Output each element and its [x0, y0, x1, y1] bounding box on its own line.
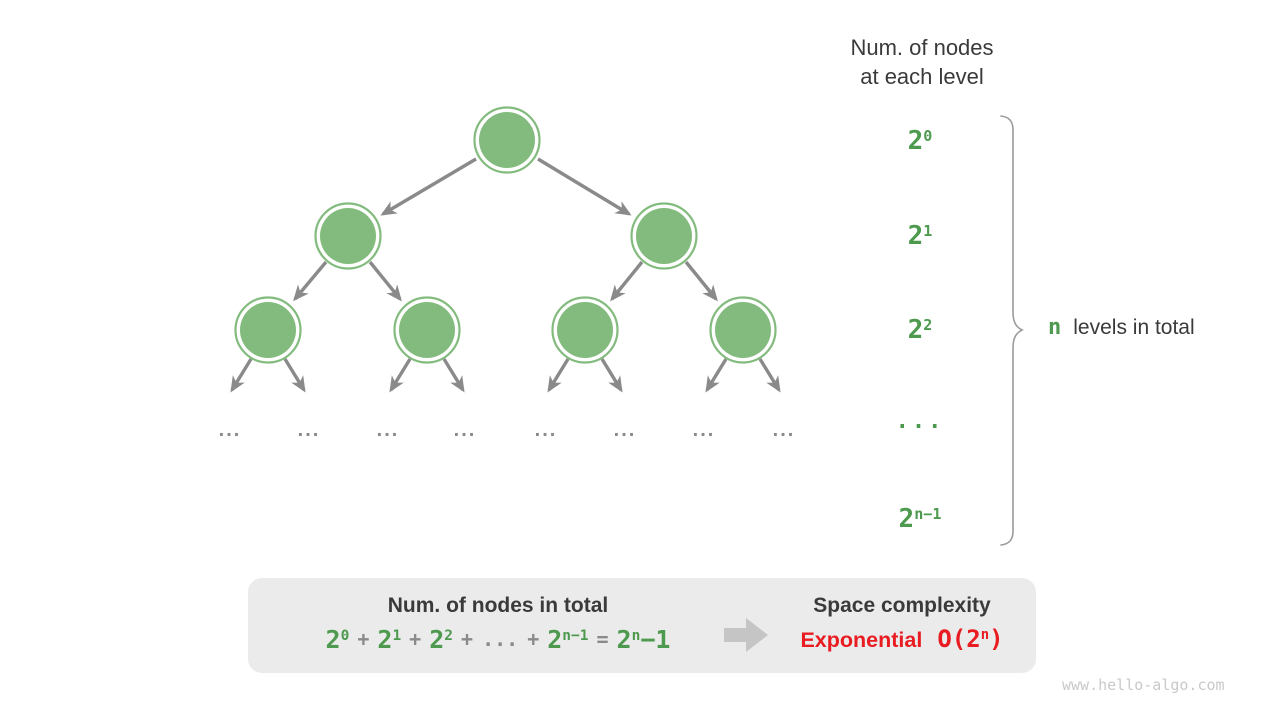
- total-nodes-title: Num. of nodes in total: [387, 594, 609, 617]
- formula-term: 20: [325, 625, 350, 654]
- complexity-name: Exponential: [800, 628, 923, 652]
- tree-node: [473, 106, 541, 174]
- tree-edge-arrow: [283, 358, 306, 393]
- tree-node: [709, 296, 777, 364]
- formula-ellipsis: ...: [482, 627, 519, 651]
- levels-header-line2: at each level: [860, 64, 984, 89]
- tree-node: [630, 202, 698, 270]
- tree-ellipsis: ...: [692, 419, 716, 441]
- tree-ellipsis: ...: [218, 419, 242, 441]
- equals-operator: =: [596, 627, 609, 651]
- tree-ellipsis: ...: [613, 419, 637, 441]
- tree-nodes: [234, 106, 777, 364]
- tree-ellipsis: ...: [297, 419, 321, 441]
- tree-ellipsis: ...: [376, 419, 400, 441]
- tree-edge-arrow: [547, 358, 570, 393]
- formula-term: 21: [377, 625, 402, 654]
- tree-node: [551, 296, 619, 364]
- levels-column-header: Num. of nodes at each level: [792, 33, 1052, 91]
- tree-node: [234, 296, 302, 364]
- tree-edge-arrow: [758, 358, 781, 393]
- total-nodes-formula: 20 +21 +22 +... +2n−1 = 2n−1: [248, 624, 748, 659]
- tree-edge-arrow: [600, 358, 623, 393]
- tree-edge-arrow: [368, 260, 402, 302]
- levels-total-label: n levels in total: [1048, 315, 1195, 340]
- plus-operator: +: [357, 627, 370, 651]
- level-count-ellipsis: ...: [895, 409, 945, 434]
- tree-ellipsis: ...: [772, 419, 796, 441]
- implies-arrow-icon: [724, 618, 768, 652]
- plus-operator: +: [409, 627, 422, 651]
- tree-edge-arrow: [684, 260, 718, 302]
- tree-ellipsis: ...: [534, 419, 558, 441]
- level-count-label: 20: [907, 126, 933, 156]
- level-count-label: 21: [907, 221, 933, 251]
- tree-edge-arrow: [389, 358, 412, 393]
- space-complexity-title: Space complexity: [813, 594, 991, 617]
- n-variable: n: [1048, 315, 1062, 340]
- formula-term: 2n−1: [547, 625, 589, 654]
- space-complexity-section: Space complexity Exponential O(2n): [768, 578, 1036, 657]
- plus-operator: +: [461, 627, 474, 651]
- level-count-label: 2n−1: [898, 504, 942, 534]
- tree-edges: [230, 157, 781, 393]
- levels-total-text: levels in total: [1073, 316, 1195, 339]
- tree-edge-arrow: [230, 358, 253, 393]
- tree-edge-arrow: [293, 260, 328, 302]
- tree-node: [393, 296, 461, 364]
- tree-edge-arrow: [537, 157, 632, 216]
- tree-edge-arrow: [442, 358, 465, 393]
- tree-node: [314, 202, 382, 270]
- levels-brace: [1000, 115, 1024, 546]
- tree-edge-arrow: [610, 260, 644, 302]
- formula-result: 2n−1: [616, 625, 671, 654]
- level-count-label: 22: [907, 315, 933, 345]
- summary-box: Num. of nodes in total 20 +21 +22 +... +2n−1…: [248, 578, 1036, 673]
- complexity-value: Exponential O(2n): [768, 625, 1036, 657]
- tree-ellipsis: ...: [453, 419, 477, 441]
- big-o-notation: O(2n): [937, 625, 1004, 653]
- formula-term: 22: [429, 625, 454, 654]
- levels-header-line1: Num. of nodes: [850, 35, 994, 60]
- watermark: www.hello-algo.com: [1062, 676, 1225, 694]
- plus-operator: +: [527, 627, 540, 651]
- total-nodes-section: Num. of nodes in total 20 +21 +22 +... +2n−1…: [248, 578, 748, 659]
- tree-edge-arrow: [705, 358, 728, 393]
- tree-edge-arrow: [380, 157, 477, 216]
